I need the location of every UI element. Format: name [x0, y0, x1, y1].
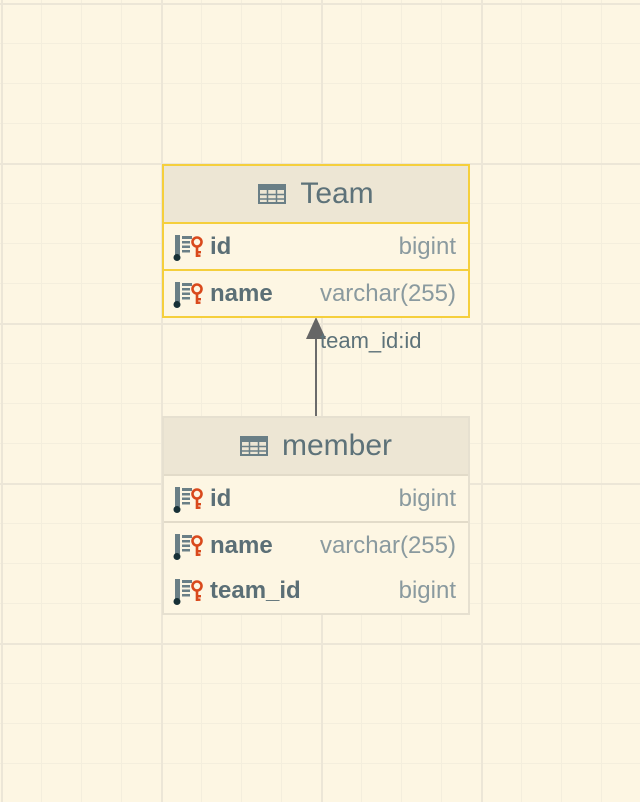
- column-name: name: [210, 279, 273, 307]
- column-row-name[interactable]: name varchar(255): [164, 271, 468, 316]
- column-name: id: [210, 484, 232, 512]
- column-row-team-id[interactable]: team_id bigint: [164, 568, 468, 613]
- primary-key-column-icon: [172, 577, 204, 605]
- column-name: id: [210, 232, 232, 260]
- column-type: bigint: [398, 232, 456, 260]
- table-title: member: [281, 429, 393, 462]
- table-card-team[interactable]: Team id bigint name varchar(255): [162, 164, 470, 318]
- table-title: Team: [300, 177, 374, 210]
- column-name: team_id: [210, 576, 301, 604]
- primary-key-column-icon: [172, 485, 204, 513]
- primary-key-column-icon: [172, 280, 204, 308]
- column-type: bigint: [398, 576, 456, 604]
- primary-key-column-icon: [172, 233, 204, 261]
- column-row-id[interactable]: id bigint: [164, 476, 468, 523]
- table-grid-icon: [258, 184, 286, 204]
- column-type: varchar(255): [319, 279, 456, 307]
- column-name: name: [210, 531, 273, 559]
- table-header[interactable]: Team: [164, 166, 468, 224]
- column-row-name[interactable]: name varchar(255): [164, 523, 468, 568]
- primary-key-column-icon: [172, 532, 204, 560]
- column-row-id[interactable]: id bigint: [164, 224, 468, 271]
- column-type: varchar(255): [319, 531, 456, 559]
- table-card-member[interactable]: member id bigint name varchar(255) team_…: [162, 416, 470, 615]
- table-grid-icon: [240, 436, 268, 456]
- column-type: bigint: [398, 484, 456, 512]
- table-header[interactable]: member: [164, 418, 468, 476]
- relation-label: team_id:id: [320, 328, 422, 353]
